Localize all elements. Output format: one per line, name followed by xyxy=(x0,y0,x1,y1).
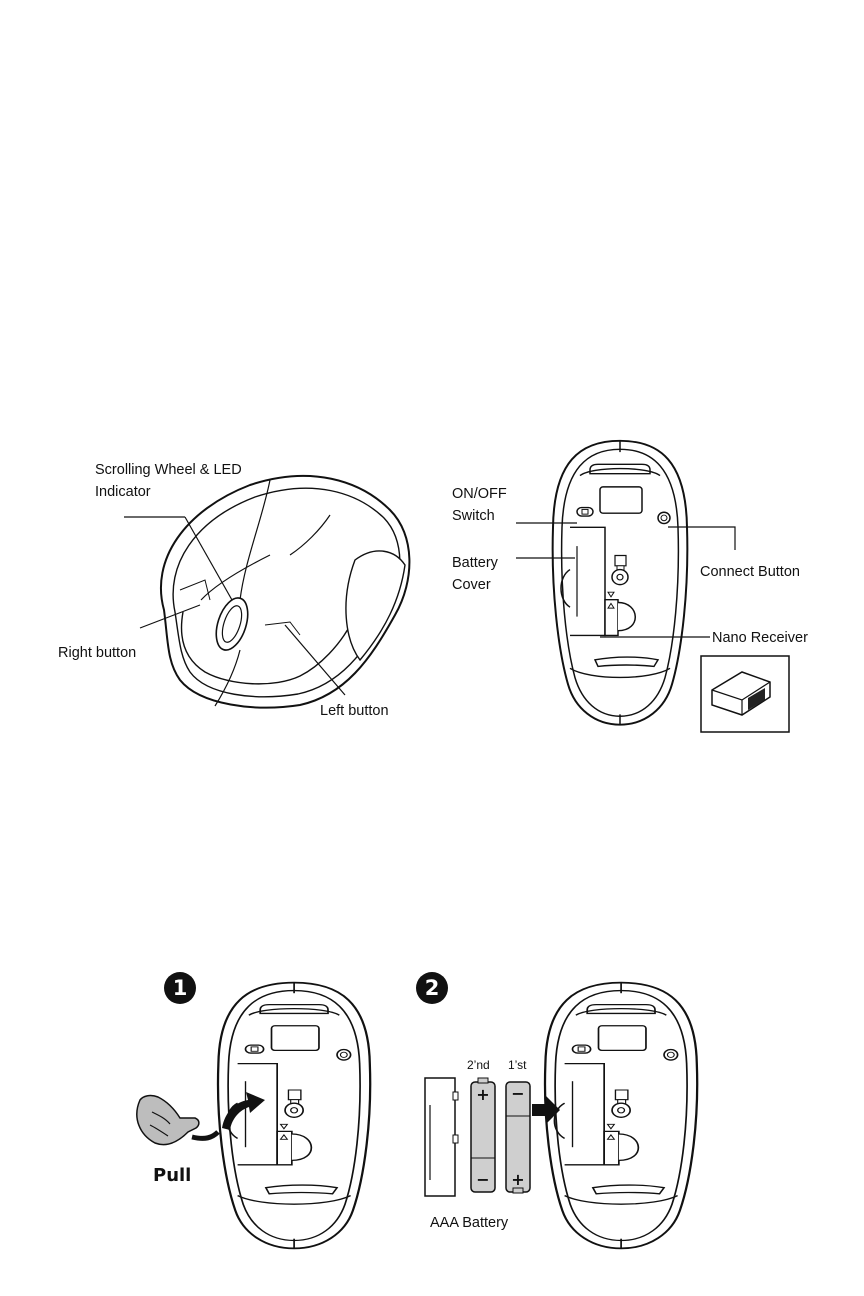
battery-cover-label-line1: Battery xyxy=(452,553,498,573)
step1-mouse xyxy=(218,983,370,1249)
step2-mouse xyxy=(545,983,697,1249)
pull-label: Pull xyxy=(153,1165,191,1186)
aaa-battery-label: AAA Battery xyxy=(430,1213,508,1233)
right-button-label: Right button xyxy=(58,643,136,663)
scroll-wheel-label-line2: Indicator xyxy=(95,482,151,502)
connect-button-label: Connect Button xyxy=(700,562,800,582)
step1-number-icon: 1 xyxy=(164,972,196,1004)
onoff-label-line1: ON/OFF xyxy=(452,484,507,504)
svg-text:−: − xyxy=(511,1084,524,1103)
mouse-top-view xyxy=(124,476,409,708)
battery-1st-label: 1’st xyxy=(508,1058,526,1072)
battery-1st-icon: − + xyxy=(506,1082,530,1193)
battery-2nd-label: 2’nd xyxy=(467,1058,490,1072)
mouse-bottom-view xyxy=(553,441,688,725)
battery-cover-label-line2: Cover xyxy=(452,575,491,595)
step2-number-icon: 2 xyxy=(416,972,448,1004)
pull-arrow-small xyxy=(192,1132,218,1138)
svg-text:−: − xyxy=(476,1170,489,1189)
svg-text:+: + xyxy=(476,1085,489,1104)
left-button-label: Left button xyxy=(320,701,389,721)
hand-icon xyxy=(137,1096,199,1145)
svg-text:+: + xyxy=(511,1170,524,1189)
battery-2nd-icon: + − xyxy=(471,1078,495,1192)
scroll-wheel-label-line1: Scrolling Wheel & LED xyxy=(95,460,242,480)
nano-receiver-inset xyxy=(701,656,789,732)
onoff-label-line2: Switch xyxy=(452,506,495,526)
nano-receiver-label: Nano Receiver xyxy=(712,628,808,648)
battery-cover-piece xyxy=(425,1078,458,1196)
